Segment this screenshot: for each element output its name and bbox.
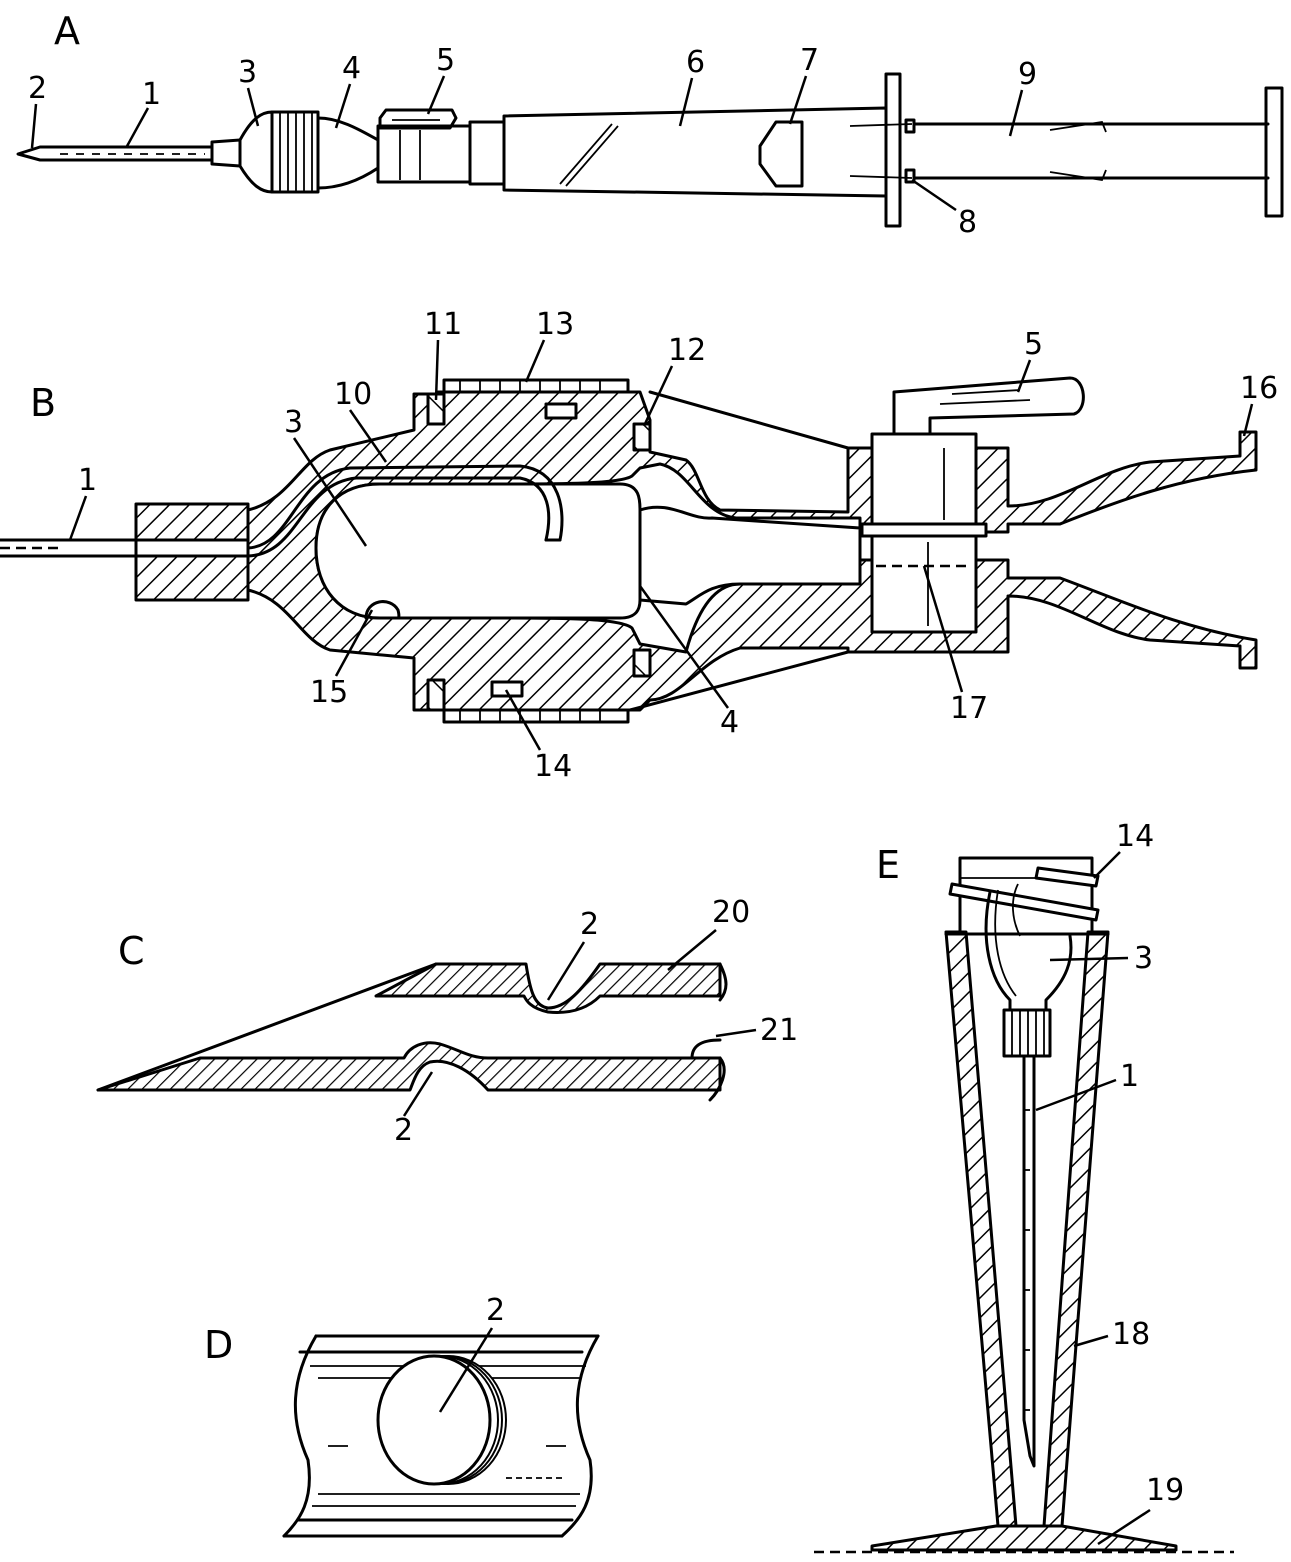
a-stopcock-lever xyxy=(378,108,458,130)
a-piston xyxy=(758,120,804,188)
a-flange xyxy=(884,72,902,228)
c-upper-wall xyxy=(374,962,722,1014)
a-valve-body xyxy=(376,124,472,184)
label-b-16: 16 xyxy=(1240,371,1278,406)
label-e-1: 1 xyxy=(1120,1059,1139,1094)
panel-label-e: E xyxy=(876,843,900,887)
e-filter xyxy=(984,890,1073,1012)
label-b-15: 15 xyxy=(310,675,348,710)
panel-c: C 2 20 21 2 xyxy=(96,895,798,1148)
panel-b: B xyxy=(0,307,1278,784)
label-e-19: 19 xyxy=(1146,1473,1184,1508)
e-sleeve-right-wall xyxy=(1042,930,1110,1528)
b-stopcock-lower xyxy=(870,534,978,634)
panel-d: D 2 xyxy=(204,1293,600,1538)
label-b-4: 4 xyxy=(720,705,739,740)
a-filter-body xyxy=(238,110,274,194)
b-stopcock-plug xyxy=(870,432,978,530)
panel-a: A xyxy=(16,9,1284,240)
label-c-2-top: 2 xyxy=(580,907,599,942)
label-c-20: 20 xyxy=(712,895,750,930)
label-d-2: 2 xyxy=(486,1293,505,1328)
b-stopcock-lever xyxy=(892,376,1085,436)
e-base xyxy=(870,1524,1178,1552)
label-e-3: 3 xyxy=(1134,941,1153,976)
label-a-7: 7 xyxy=(800,43,819,78)
label-a-4: 4 xyxy=(342,51,361,86)
label-e-18: 18 xyxy=(1112,1317,1150,1352)
label-b-1: 1 xyxy=(78,463,97,498)
label-b-12: 12 xyxy=(668,333,706,368)
a-plunger-thumb xyxy=(1264,86,1284,218)
panel-label-c: C xyxy=(118,929,145,973)
label-b-3: 3 xyxy=(284,405,303,440)
b-chamber-4 xyxy=(638,505,862,606)
b-inner-needle xyxy=(246,464,564,550)
a-plunger-rod xyxy=(912,122,1270,180)
label-a-6: 6 xyxy=(686,45,705,80)
d-side-hole xyxy=(376,1354,492,1486)
label-a-3: 3 xyxy=(238,55,257,90)
b-filter-cavity xyxy=(314,482,642,620)
e-needle-hub xyxy=(1002,1008,1052,1058)
label-c-2-bottom: 2 xyxy=(394,1113,413,1148)
a-luer xyxy=(468,120,506,186)
label-b-5: 5 xyxy=(1024,327,1043,362)
label-b-13: 13 xyxy=(536,307,574,342)
label-a-9: 9 xyxy=(1018,57,1037,92)
panel-label-d: D xyxy=(204,1323,233,1367)
a-chamber xyxy=(316,116,380,190)
label-b-17: 17 xyxy=(950,691,988,726)
label-e-14: 14 xyxy=(1116,819,1154,854)
label-a-1: 1 xyxy=(142,77,161,112)
label-b-14: 14 xyxy=(534,749,572,784)
c-lower-wall xyxy=(96,1041,722,1092)
a-needle-hub xyxy=(210,138,242,168)
label-c-21: 21 xyxy=(760,1013,798,1048)
label-a-5: 5 xyxy=(436,43,455,78)
label-a-8: 8 xyxy=(958,205,977,240)
label-b-11: 11 xyxy=(424,307,462,342)
label-a-2: 2 xyxy=(28,71,47,106)
panel-e: E 14 3 xyxy=(814,819,1234,1554)
panel-label-a: A xyxy=(54,9,80,53)
b-ring-13 xyxy=(442,378,630,394)
b-ring-14 xyxy=(442,708,630,724)
panel-label-b: B xyxy=(30,381,56,425)
label-b-10: 10 xyxy=(334,377,372,412)
e-needle xyxy=(1022,1054,1036,1468)
